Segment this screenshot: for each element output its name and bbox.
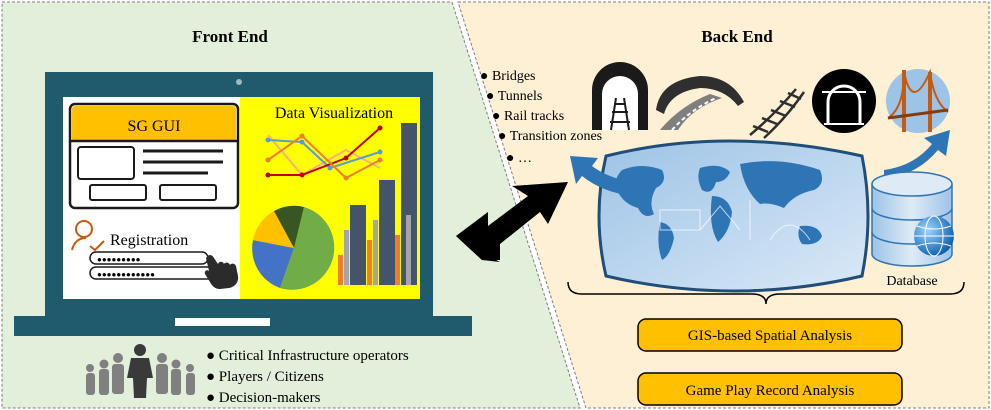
infra-item-4: ● Transition zones: [498, 129, 602, 144]
sg-gui-title: SG GUI: [128, 118, 181, 135]
people-group-icon: [86, 344, 195, 398]
viz-pie-slice-green: [280, 207, 335, 290]
tunnel-portal-icon: [812, 69, 876, 133]
analysis-box-gis[interactable]: GIS-based Spatial Analysis: [637, 318, 903, 352]
curved-arrow-right-icon: [884, 130, 950, 178]
sg-gui-window: SG GUI: [68, 102, 240, 210]
road-tunnel-icon: [656, 76, 744, 131]
sg-gui-image-box: [77, 146, 135, 180]
infra-item-2: ● Tunnels: [486, 89, 542, 104]
viz-pie-slice-yellow: [253, 211, 294, 248]
user-type-1: ● Critical Infrastructure operators: [206, 348, 409, 364]
infra-item-5: ● …: [506, 151, 532, 166]
rail-tracks-icon: [749, 88, 806, 139]
viz-line-red: [268, 127, 381, 176]
sg-gui-button-1: [89, 184, 147, 201]
viz-bar-7: [395, 235, 400, 285]
database-label: Database: [886, 274, 937, 289]
viz-bar-2: [344, 230, 349, 285]
viz-bar-8: [401, 123, 417, 285]
front-end-title: Front End: [192, 27, 268, 46]
double-arrow-icon: [456, 182, 568, 262]
username-dots: ●●●●●●●●●: [97, 255, 141, 264]
user-type-3: ● Decision-makers: [206, 390, 321, 406]
sg-gui-header: [72, 106, 236, 141]
user-type-2: ● Players / Citizens: [206, 369, 324, 385]
viz-bar-chart: [338, 123, 417, 285]
viz-pie-chart: [252, 205, 335, 290]
viz-line-gold: [267, 134, 381, 180]
registration-form: Registration ●●●●●●●●● ●●●●●●●●●●●●: [71, 220, 239, 289]
viz-line-markers-3: [265, 137, 383, 171]
viz-line-markers-2: [265, 133, 383, 181]
analysis-gameplay-label: Game Play Record Analysis: [686, 383, 855, 399]
viz-bar-6: [379, 180, 395, 285]
pointing-hand-icon: [204, 255, 239, 289]
analysis-brace: [567, 281, 965, 305]
railway-tunnel-icon: [592, 62, 648, 131]
world-map-icon: [597, 139, 870, 293]
laptop-trackpad: [175, 318, 270, 326]
data-viz-title: Data Visualization: [275, 105, 393, 122]
viz-bar-9: [406, 215, 411, 285]
password-dots: ●●●●●●●●●●●●: [97, 270, 155, 279]
infra-item-1: ● Bridges: [480, 69, 536, 84]
viz-bar-3: [350, 205, 366, 285]
sg-gui-button-2: [159, 184, 217, 201]
laptop-camera: [236, 79, 242, 85]
viz-line-blue: [267, 139, 381, 170]
globe-icon: [914, 215, 954, 257]
registration-label: Registration: [110, 232, 188, 249]
viz-bar-4: [367, 240, 372, 285]
analysis-gis-label: GIS-based Spatial Analysis: [688, 328, 852, 344]
viz-pie-slice-blue: [252, 240, 294, 288]
analysis-box-gameplay[interactable]: Game Play Record Analysis: [637, 372, 903, 406]
curved-arrow-left-icon: [570, 156, 632, 196]
suspension-bridge-icon: [886, 68, 950, 133]
infra-item-3: ● Rail tracks: [492, 109, 564, 124]
back-end-title: Back End: [701, 27, 773, 46]
viz-bar-5: [373, 220, 378, 285]
viz-bar-1: [338, 255, 343, 285]
user-registration-icon: [71, 220, 105, 252]
viz-line-markers: [265, 125, 383, 178]
data-visualization: Data Visualization: [252, 105, 417, 290]
viz-pie-slice-darkgreen: [274, 205, 304, 248]
